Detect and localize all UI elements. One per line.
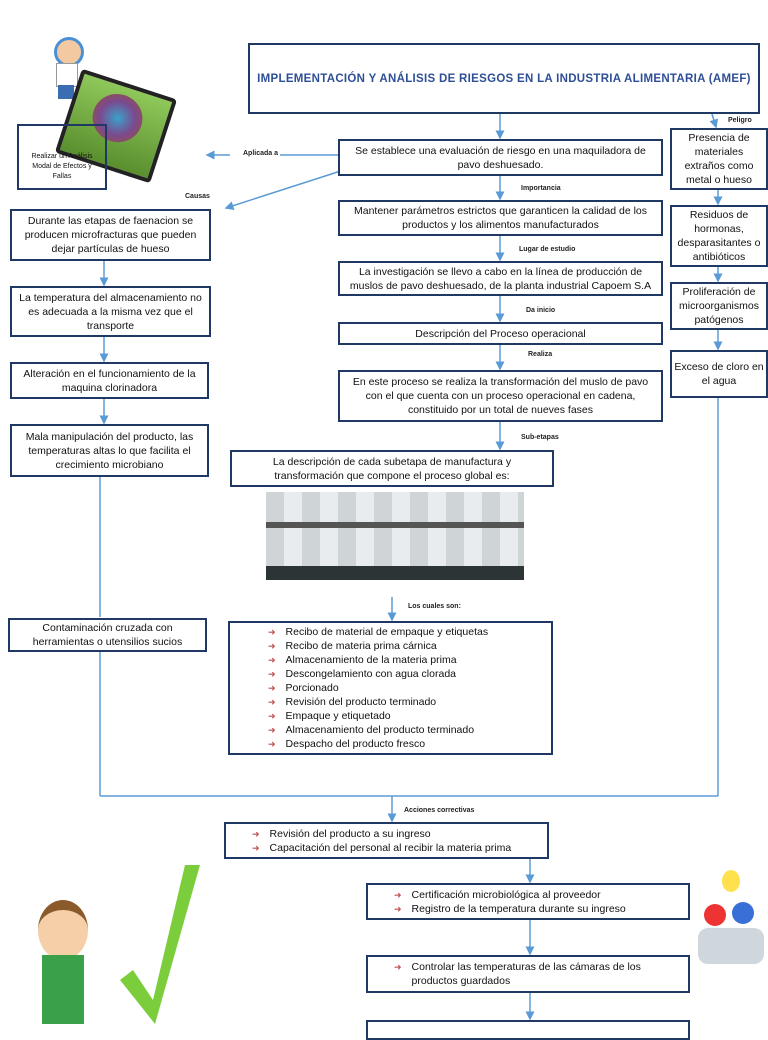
bullet-icon: ➜ [268,627,276,637]
bullet-icon: ➜ [268,669,276,679]
cartoon-boy-illustration [30,900,100,1024]
list-item: ➜Certificación microbiológica al proveed… [394,888,601,901]
bullet-icon: ➜ [394,962,402,972]
bullet-icon: ➜ [252,828,260,839]
list-item: ➜Porcionado [268,682,339,694]
center-box: Se establece una evaluación de riesgo en… [338,139,663,176]
label-subetapas: Sub-etapas [521,434,559,441]
bullet-icon: ➜ [268,683,276,693]
center-box: La descripción de cada subetapa de manuf… [230,450,554,487]
bullet-icon: ➜ [268,697,276,707]
action-box: ➜Controlar las temperaturas de las cámar… [366,955,690,993]
center-box: Mantener parámetros estrictos que garant… [338,200,663,236]
label-aplicada: Aplicada a [243,150,279,157]
list-item: ➜Empaque y etiquetado [268,710,391,722]
stages-list: ➜Recibo de material de empaque y etiquet… [228,621,553,755]
list-item: ➜Capacitación del personal al recibir la… [252,841,512,854]
hazard-box: Proliferación de microorganismos patógen… [670,282,768,330]
list-item: ➜Registro de la temperatura durante su i… [394,902,626,915]
list-item: ➜Descongelamiento con agua clorada [268,668,456,680]
label-causas: Causas [185,193,210,200]
center-box: Descripción del Proceso operacional [338,322,663,345]
label-realiza: Realiza [528,351,553,358]
label-importancia: Importancia [521,185,561,192]
hazard-box: Exceso de cloro en el agua [670,350,768,398]
label-lugar: Lugar de estudio [519,246,576,253]
hazard-box: Presencia de materiales extraños como me… [670,128,768,190]
cause-box: La temperatura del almacenamiento no es … [10,286,211,337]
cause-box: Alteración en el funcionamiento de la ma… [10,362,209,399]
list-item: ➜Revisión del producto terminado [268,696,437,708]
bullet-icon: ➜ [268,739,276,749]
list-item: ➜Recibo de material de empaque y etiquet… [268,626,489,638]
list-item: ➜Almacenamiento del producto terminado [268,724,475,736]
bullet-icon: ➜ [268,711,276,721]
amef-box: Realizar un Análisis Modal de Efectos y … [17,124,107,190]
list-item: ➜Controlar las temperaturas de las cámar… [394,961,641,987]
bullet-icon: ➜ [268,655,276,665]
page-title: IMPLEMENTACIÓN Y ANÁLISIS DE RIESGOS EN … [248,43,760,114]
bullet-icon: ➜ [394,903,402,914]
center-box: La investigación se llevo a cabo en la l… [338,261,663,296]
action-box [366,1020,690,1040]
list-item: ➜Recibo de materia prima cárnica [268,640,437,652]
cartoon-person-illustration [42,35,92,100]
bullet-icon: ➜ [268,725,276,735]
list-item: ➜Despacho del producto fresco [268,738,426,750]
bullet-icon: ➜ [252,842,260,853]
checkmark-illustration [115,860,205,1024]
label-inicio: Da inicio [526,307,556,314]
label-peligro: Peligro [728,117,752,124]
action-box: ➜Certificación microbiológica al proveed… [366,883,690,920]
list-item: ➜Revisión del producto a su ingreso [252,827,431,840]
label-acciones: Acciones correctivas [404,807,475,814]
bullet-icon: ➜ [394,889,402,900]
teamwork-lightbulb-illustration [694,870,768,980]
production-line-image [266,492,524,580]
hazard-box: Residuos de hormonas, desparasitantes o … [670,205,768,267]
center-box: En este proceso se realiza la transforma… [338,370,663,422]
cause-box: Mala manipulación del producto, las temp… [10,424,209,477]
label-cuales: Los cuales son: [408,603,461,610]
action-box: ➜Revisión del producto a su ingreso ➜Cap… [224,822,549,859]
list-item: ➜Almacenamiento de la materia prima [268,654,457,666]
bullet-icon: ➜ [268,641,276,651]
cause-box: Contaminación cruzada con herramientas o… [8,618,207,652]
cause-box: Durante las etapas de faenacion se produ… [10,209,211,261]
